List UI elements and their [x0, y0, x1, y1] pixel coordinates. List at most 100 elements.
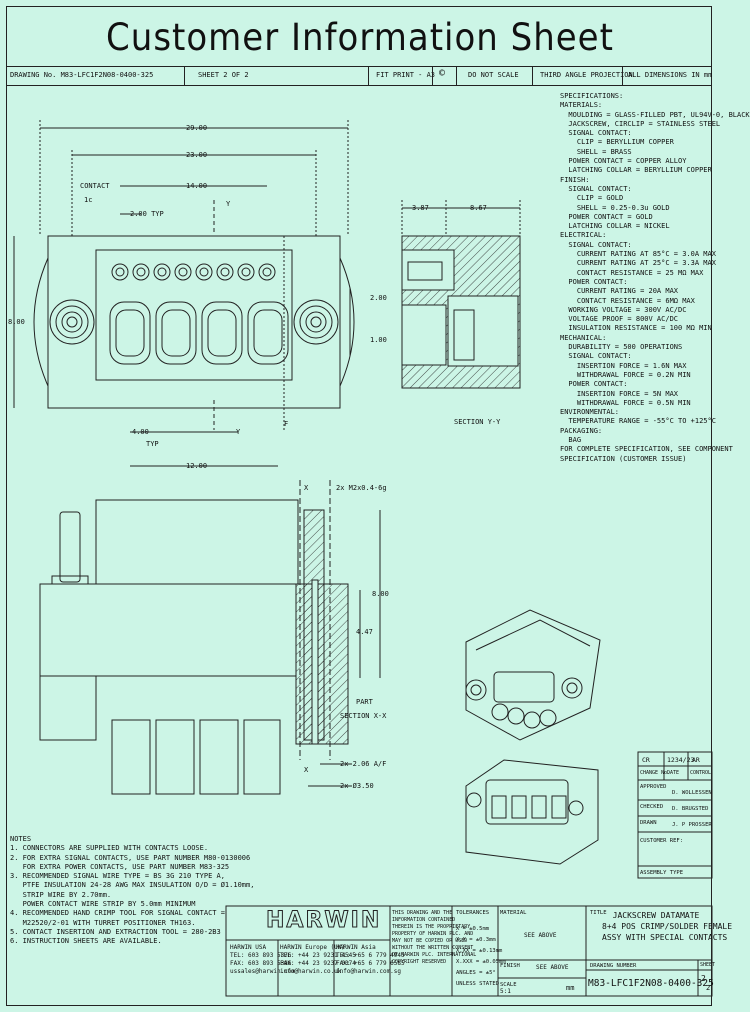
spec-line: DURABILITY = 500 OPERATIONS	[560, 343, 683, 352]
spec-line: INSERTION FORCE = 1.6N MAX	[560, 361, 687, 370]
dim-8-67: 8.67	[470, 204, 487, 212]
copyright-icon: ©	[439, 68, 446, 79]
contact-label: CONTACT	[80, 182, 110, 190]
sheet-label: SHEET 2 OF 2	[198, 71, 249, 79]
note-line: FOR EXTRA POWER CONTACTS, USE PART NUMBE…	[10, 862, 230, 871]
dim-23: 23.00	[186, 151, 208, 159]
dim-8: 8.00	[8, 318, 25, 326]
copyright-line: WITHOUT THE WRITTEN CONSENT	[392, 945, 474, 951]
spec-line: SPECIFICATION (CUSTOMER ISSUE)	[560, 454, 687, 463]
dim-af: 2x 2.06 A/F	[340, 760, 387, 768]
spec-line: POWER CONTACT = GOLD	[560, 212, 653, 221]
note-line: 6. INSTRUCTION SHEETS ARE AVAILABLE.	[10, 937, 162, 946]
note-line: 4. RECOMMENDED HAND CRIMP TOOL FOR SIGNA…	[10, 909, 225, 918]
note-line: STRIP WIRE BY 2.70mm.	[10, 890, 112, 899]
spec-line: WITHDRAWAL FORCE = 0.2N MIN	[560, 370, 691, 379]
iso-view-bottom	[465, 759, 599, 865]
dim-12: 12.00	[186, 462, 208, 470]
copyright-line: INFORMATION CONTAINED	[392, 917, 456, 923]
dim-2: 2.00	[370, 294, 387, 302]
spec-line: INSULATION RESISTANCE = 100 MΩ MIN	[560, 324, 712, 333]
dim-4: 4.00	[132, 428, 149, 436]
scale-value: 5:1	[500, 988, 511, 995]
section-yy-label: SECTION Y-Y	[454, 418, 501, 426]
drawing-number-value: M83-LFC1F2N08-0400-325	[588, 978, 714, 989]
finish-label: FINISH	[500, 963, 520, 969]
page-title: Customer Information Sheet	[106, 16, 614, 60]
spec-line: LATCHING COLLAR = NICKEL	[560, 222, 670, 231]
specifications-block: SPECIFICATIONS:MATERIALS: MOULDING = GLA…	[560, 92, 750, 464]
spec-line: SIGNAL CONTACT:	[560, 184, 632, 193]
copyright-line: PROPERTY OF HARWIN PLC. AND	[392, 931, 474, 937]
note-line: 2. FOR EXTRA SIGNAL CONTACTS, USE PART N…	[10, 853, 251, 862]
projection-label: THIRD ANGLE PROJECTION	[540, 71, 633, 79]
section-xx-label: SECTION X-X	[340, 712, 387, 720]
section-y-top: Y	[226, 200, 231, 208]
date-label: DATE	[667, 770, 680, 776]
dim-8-00: 8.00	[372, 590, 389, 598]
spec-line: FINISH:	[560, 175, 590, 184]
copyright-line: OF HARWIN PLC. INTERNATIONAL	[392, 952, 477, 958]
tolerance-line: X.XX = ±0.13mm	[456, 948, 503, 954]
approval-ar: AR	[692, 756, 700, 764]
spec-line: CLIP = BERYLLIUM COPPER	[560, 138, 674, 147]
checked-by: D. BRUGSTED	[672, 806, 709, 812]
spec-line: POWER CONTACT:	[560, 380, 628, 389]
note-line: M22520/2-01 WITH TURRET POSITIONER TH163…	[10, 918, 196, 927]
spec-line: CONTACT RESISTANCE = 25 MΩ MAX	[560, 268, 704, 277]
material-value: SEE ABOVE	[524, 932, 557, 939]
drawing-no-label: DRAWING No. M83-LFC1F2N08-0400-325	[10, 71, 154, 79]
sheet-value: 2	[701, 974, 706, 983]
section-yy-view	[401, 200, 521, 389]
spec-line: SHELL = 0.25-0.3u GOLD	[560, 203, 670, 212]
f-label: F	[284, 420, 289, 428]
control-label: CONTROL	[690, 770, 712, 776]
title-line: 8+4 POS CRIMP/SOLDER FEMALE	[602, 922, 733, 931]
units-value: mm	[566, 984, 575, 992]
spec-line: JACKSCREW, CIRCLIP = STAINLESS STEEL	[560, 119, 721, 128]
title-label: TITLE	[590, 910, 607, 916]
do-not-scale-label: DO NOT SCALE	[468, 71, 519, 79]
spec-line: INSERTION FORCE = 5N MAX	[560, 389, 679, 398]
spec-line: SIGNAL CONTACT:	[560, 129, 632, 138]
side-view	[39, 480, 381, 795]
spec-line: WORKING VOLTAGE = 300V AC/DC	[560, 305, 687, 314]
fit-print-label: FIT PRINT - A3	[376, 71, 436, 79]
dim-4-47: 4.47	[356, 628, 373, 636]
copyright-line: MAY NOT BE COPIED OR USED	[392, 938, 468, 944]
dim-4-typ: TYP	[146, 440, 159, 448]
spec-line: SHELL = BRASS	[560, 147, 632, 156]
spec-line: ELECTRICAL:	[560, 231, 607, 240]
note-line: 1. CONNECTORS ARE SUPPLIED WITH CONTACTS…	[10, 844, 209, 853]
change-no-label: CHANGE No.	[640, 770, 671, 776]
tolerance-line: ANGLES = ±5°	[456, 970, 496, 976]
spec-line: POWER CONTACT = COPPER ALLOY	[560, 157, 687, 166]
engineering-drawing	[13, 120, 713, 997]
spec-line: CONTACT RESISTANCE = 6MΩ MAX	[560, 296, 695, 305]
signal-contacts	[111, 263, 276, 281]
spec-line: TEMPERATURE RANGE = -55°C TO +125°C	[560, 417, 716, 426]
sheet-label: SHEET	[700, 962, 716, 968]
note-line: NOTES	[10, 835, 32, 843]
dim-thread: 2x M2x0.4-6g	[336, 484, 387, 492]
tolerances-label: TOLERANCES	[456, 910, 490, 916]
tolerance-line: X = ±0.5mm	[456, 926, 490, 932]
spec-line: FOR COMPLETE SPECIFICATION, SEE COMPONEN…	[560, 445, 733, 454]
spec-line: CLIP = GOLD	[560, 194, 624, 203]
note-line: 5. CONTACT INSERTION AND EXTRACTION TOOL…	[10, 927, 221, 936]
checked-label: CHECKED	[640, 804, 664, 810]
assembly-type-label: ASSEMBLY TYPE	[640, 870, 684, 876]
tolerance-line: X.X = ±0.3mm	[456, 937, 496, 943]
dim-2-typ: 2.00 TYP	[130, 210, 164, 218]
power-contacts	[109, 301, 289, 365]
title-line: ASSY WITH SPECIAL CONTACTS	[602, 933, 728, 942]
copyright-line: COPYRIGHT RESERVED	[392, 959, 447, 965]
spec-line: CURRENT RATING AT 85°C = 3.0A MAX	[560, 250, 716, 259]
sheet-of-value: 2	[706, 984, 711, 992]
dim-3-87: 3.87	[412, 204, 429, 212]
spec-line: WITHDRAWAL FORCE = 0.5N MIN	[560, 398, 691, 407]
